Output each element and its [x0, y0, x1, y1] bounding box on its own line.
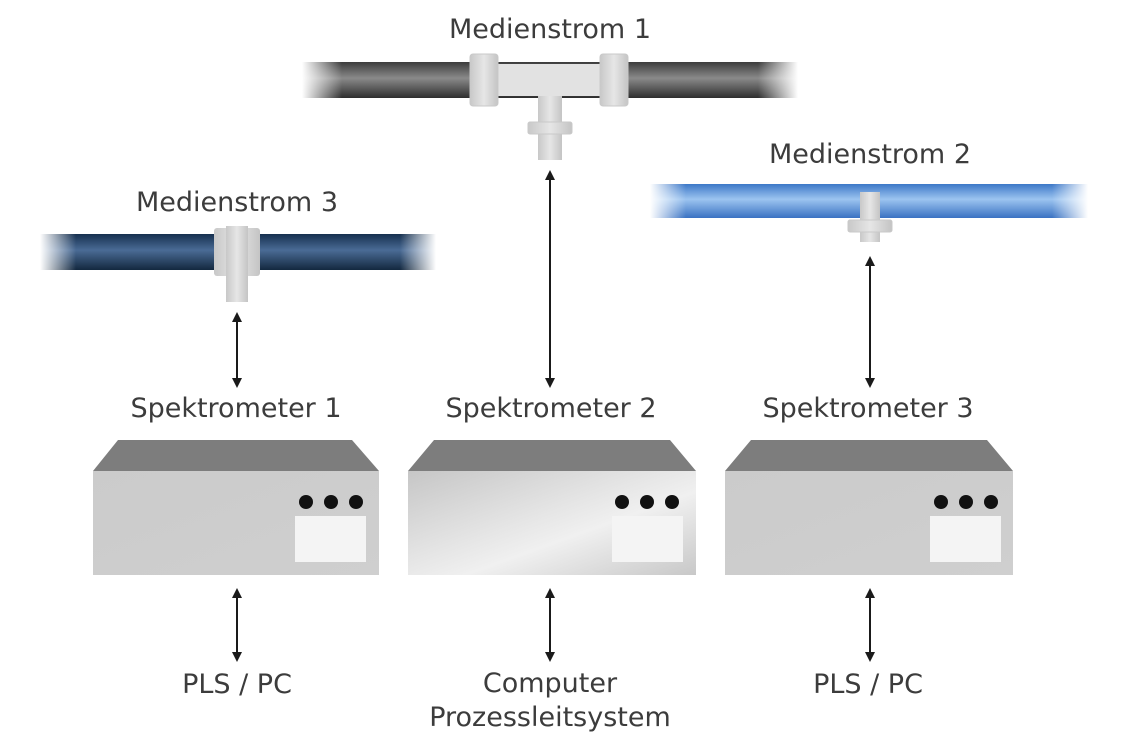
label-prozessleitsystem: Prozessleitsystem	[429, 702, 671, 733]
label-computer-prozessleitsystem: Computer Prozessleitsystem	[400, 667, 700, 735]
pipe-medienstrom-3	[40, 226, 436, 302]
spectrometer-2-device	[408, 440, 696, 575]
t-fitting-medienstrom-2	[847, 192, 893, 242]
label-computer: Computer	[482, 668, 618, 699]
label-pls-pc-left: PLS / PC	[182, 669, 292, 700]
label-medienstrom-2: Medienstrom 2	[768, 139, 971, 170]
label-medienstrom-3: Medienstrom 3	[135, 187, 338, 218]
label-medienstrom-1: Medienstrom 1	[448, 14, 651, 45]
spectrometer-3-device	[725, 440, 1013, 575]
label-spektrometer-2: Spektrometer 2	[445, 393, 657, 424]
t-fitting-medienstrom-3	[214, 226, 260, 302]
spectrometer-1-device	[93, 440, 379, 575]
pipe-medienstrom-1	[302, 53, 798, 160]
t-fitting-medienstrom-1	[469, 53, 629, 160]
label-pls-pc-right: PLS / PC	[813, 669, 923, 700]
pipe-medienstrom-2	[650, 184, 1088, 242]
label-spektrometer-3: Spektrometer 3	[762, 393, 974, 424]
label-spektrometer-1: Spektrometer 1	[130, 393, 342, 424]
